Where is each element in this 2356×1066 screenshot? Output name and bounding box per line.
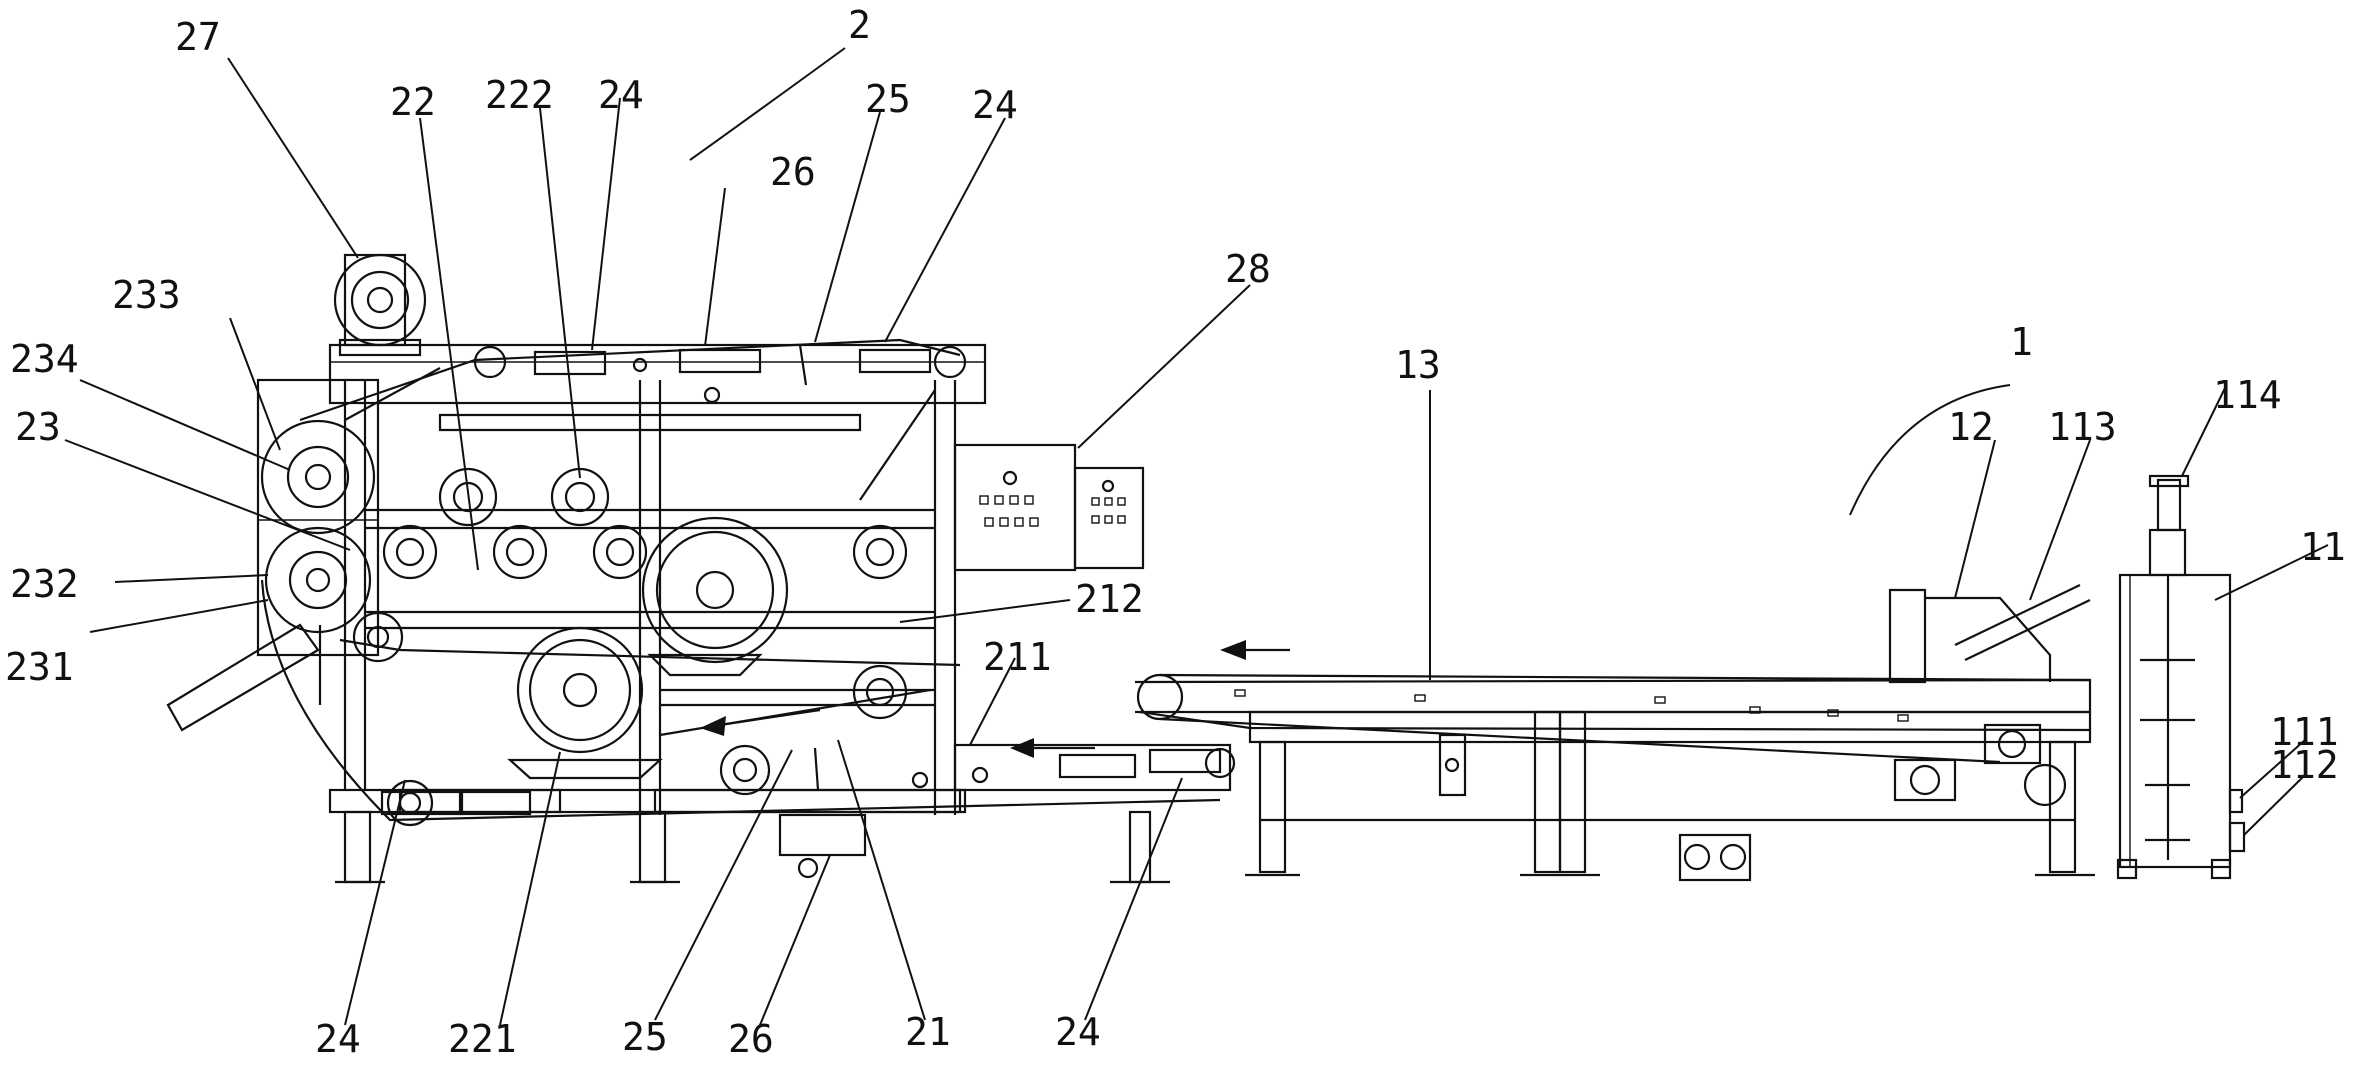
label-212: 212 bbox=[1075, 577, 1144, 621]
label-114: 114 bbox=[2213, 373, 2282, 417]
label-232: 232 bbox=[10, 562, 79, 606]
label-22: 22 bbox=[390, 80, 436, 124]
label-233: 233 bbox=[112, 273, 181, 317]
label-12: 12 bbox=[1948, 405, 1994, 449]
label-24-top-right: 24 bbox=[972, 83, 1018, 127]
label-113: 113 bbox=[2048, 405, 2117, 449]
label-234: 234 bbox=[10, 337, 79, 381]
label-27: 27 bbox=[175, 15, 221, 59]
label-21: 21 bbox=[905, 1010, 951, 1054]
label-231: 231 bbox=[5, 645, 74, 689]
label-24-bottom-left: 24 bbox=[315, 1017, 361, 1061]
label-111: 111 bbox=[2270, 710, 2339, 754]
conveyor-machine bbox=[1134, 474, 2246, 882]
leader-lines bbox=[64, 47, 2329, 1026]
label-23: 23 bbox=[15, 405, 61, 449]
callout-labels: 27 2 22 222 24 26 25 24 28 233 234 23 23… bbox=[5, 3, 2346, 1061]
label-221: 221 bbox=[448, 1017, 517, 1061]
belt-press-machine bbox=[166, 253, 1236, 884]
label-24-bottom-right: 24 bbox=[1055, 1010, 1101, 1054]
label-25-top: 25 bbox=[865, 77, 911, 121]
label-211: 211 bbox=[983, 635, 1052, 679]
label-222: 222 bbox=[485, 73, 554, 117]
label-1: 1 bbox=[2010, 320, 2033, 364]
label-13: 13 bbox=[1395, 343, 1441, 387]
label-2: 2 bbox=[848, 3, 871, 47]
label-28: 28 bbox=[1225, 247, 1271, 291]
label-24-top-left: 24 bbox=[598, 73, 644, 117]
label-11: 11 bbox=[2300, 525, 2346, 569]
upper-rollers bbox=[382, 467, 908, 720]
label-26-top: 26 bbox=[770, 150, 816, 194]
label-25-bottom: 25 bbox=[622, 1015, 668, 1059]
label-112: 112 bbox=[2270, 743, 2339, 787]
label-26-bottom: 26 bbox=[728, 1017, 774, 1061]
